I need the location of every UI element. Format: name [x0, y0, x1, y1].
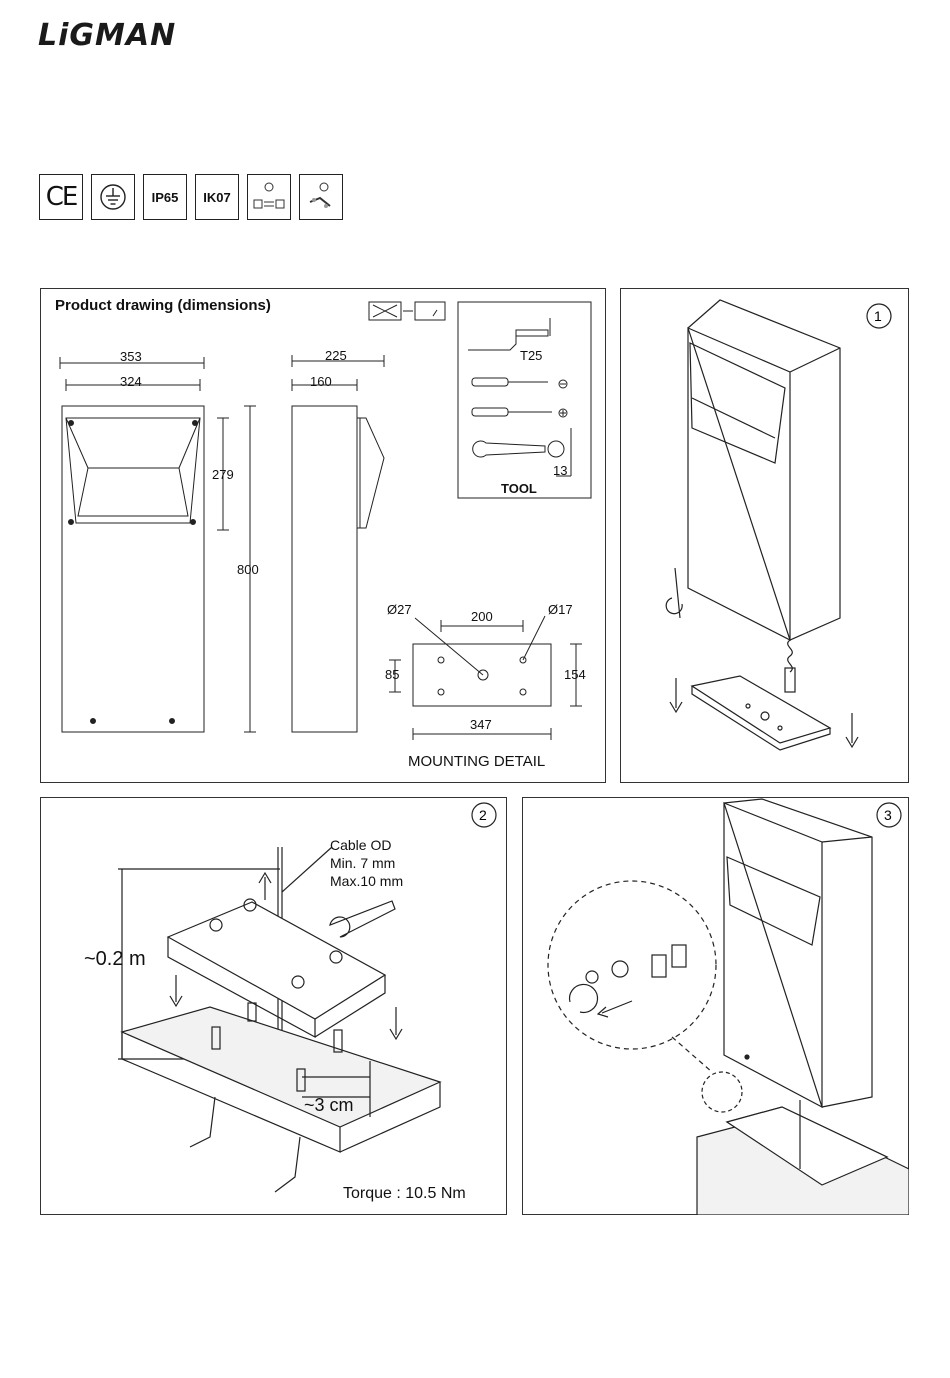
ip65-badge: IP65	[143, 174, 187, 220]
mount-width: 347	[470, 717, 492, 732]
dim-inner-depth: 160	[310, 374, 332, 389]
step-3-number: 3	[884, 807, 892, 823]
depth-label: ~3 cm	[304, 1095, 354, 1116]
mount-hole-small: Ø17	[548, 602, 573, 617]
wiring-convert-icon	[247, 174, 291, 220]
step-2-number: 2	[479, 807, 487, 823]
dim-total-height: 800	[237, 562, 259, 577]
mount-height-right: 154	[564, 667, 586, 682]
ik07-badge: IK07	[195, 174, 239, 220]
cable-od-min: Min. 7 mm	[330, 854, 403, 872]
step-2-illustration: 2	[40, 797, 507, 1215]
dim-window-height: 279	[212, 467, 234, 482]
dim-inner-width: 324	[120, 374, 142, 389]
torque-label: Torque : 10.5 Nm	[343, 1185, 466, 1203]
cable-od-title: Cable OD	[330, 836, 403, 854]
ce-mark-icon: CE	[39, 174, 83, 220]
brand-logo: LiGMAN	[38, 18, 176, 53]
earth-ground-icon	[91, 174, 135, 220]
mounting-caption: MOUNTING DETAIL	[408, 753, 545, 770]
mount-hole-spacing: 200	[471, 609, 493, 624]
step-3-illustration: 3	[522, 797, 909, 1215]
step-1-illustration: 1	[620, 288, 909, 783]
cable-od-note: Cable OD Min. 7 mm Max.10 mm	[330, 836, 403, 890]
mount-hole-large: Ø27	[387, 602, 412, 617]
dim-outer-depth: 225	[325, 348, 347, 363]
installer-icon	[299, 174, 343, 220]
tool-caption: TOOL	[501, 481, 537, 496]
cable-od-max: Max.10 mm	[330, 872, 403, 890]
mount-height-left: 85	[385, 667, 399, 682]
height-label: ~0.2 m	[84, 948, 146, 971]
tool-torx-label: T25	[520, 348, 542, 363]
step-1-number: 1	[874, 308, 882, 324]
tool-wrench-label: 13	[553, 463, 567, 478]
dim-outer-width: 353	[120, 349, 142, 364]
